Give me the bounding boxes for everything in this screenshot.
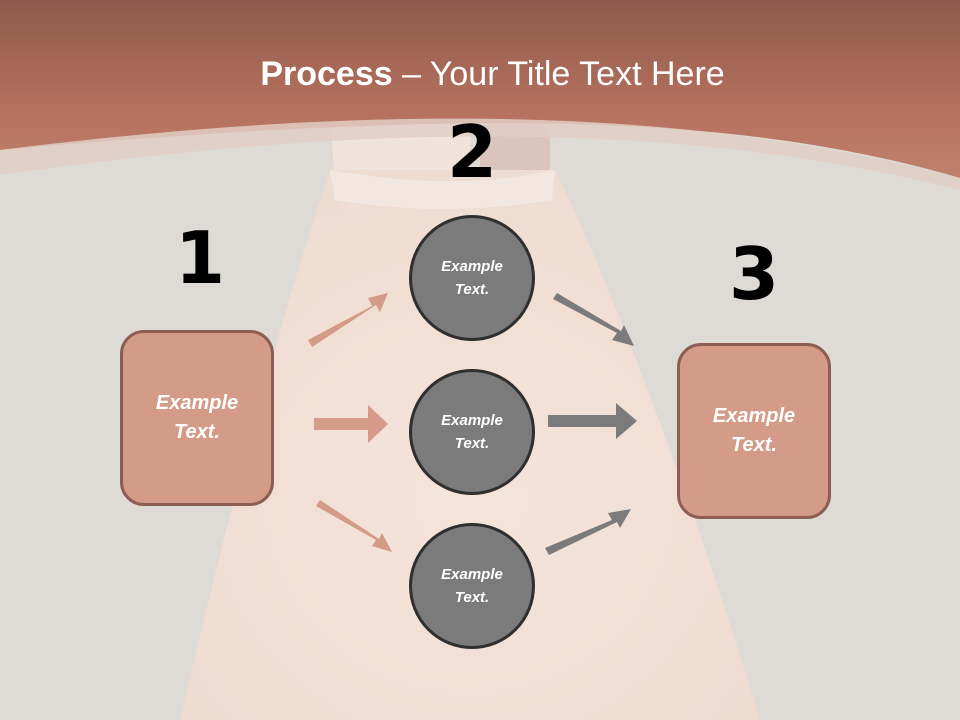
circle-2-line2: Text.: [454, 435, 490, 452]
step-number-2: 2: [446, 110, 498, 194]
slide-title: Process – Your Title Text Here: [0, 52, 960, 96]
arrow-left-up: [308, 293, 388, 347]
left-box-line2: Text.: [174, 421, 220, 443]
title-bold: Process: [260, 55, 393, 93]
arrow-right-down: [553, 293, 634, 346]
circle-3-line2: Text.: [454, 589, 490, 606]
title-rest: – Your Title Text Here: [392, 55, 725, 93]
arrow-right-middle: [548, 403, 637, 439]
circle-1-line1: Example: [441, 258, 503, 275]
right-box-line2: Text.: [731, 434, 777, 456]
circle-2-line1: Example: [441, 412, 503, 429]
header-band: [0, 0, 960, 178]
step-number-1: 1: [174, 216, 226, 300]
arrow-left-middle: [314, 405, 388, 443]
step-number-3: 3: [728, 232, 780, 316]
circle-1-line2: Text.: [454, 281, 490, 298]
arrow-right-up: [545, 509, 631, 555]
right-box-line1: Example: [712, 405, 796, 427]
left-box-line1: Example: [155, 392, 239, 414]
arrow-left-down: [316, 500, 392, 552]
circle-3-line1: Example: [441, 566, 503, 583]
